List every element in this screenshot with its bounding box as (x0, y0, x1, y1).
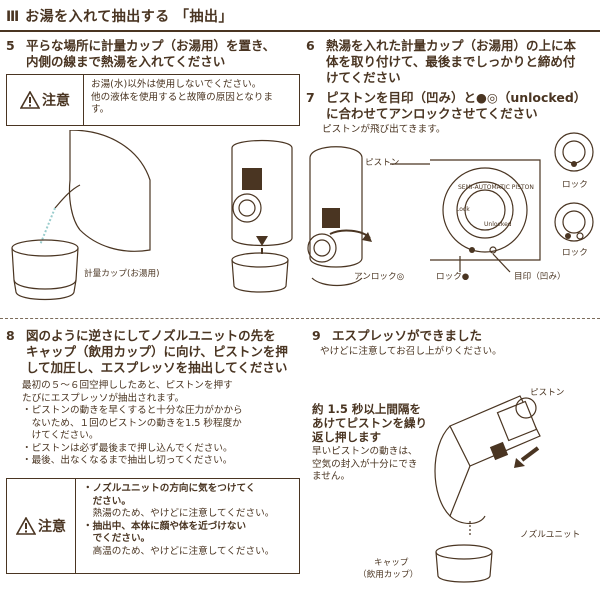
step6-number: 6 (306, 38, 315, 53)
step5-caution-box: 注意 お湯(水)以外は使用しないでください。 他の液体を使用すると故障の原因とな… (6, 74, 300, 126)
page-title: Ⅲ お湯を入れて抽出する 「抽出」 (6, 9, 234, 25)
step8-number: 8 (6, 328, 15, 343)
press-illustration (434, 395, 541, 583)
piston-brand-text: SEMI-AUTOMATIC PISTON (458, 184, 534, 191)
step7-number: 7 (306, 90, 315, 105)
step8-caution-label: 注意 (7, 479, 76, 573)
label-cap: キャップ (374, 558, 409, 568)
step5-number: 5 (6, 38, 15, 53)
step8-caution-text: ・ノズルユニットの方向に気をつけてく ださい。 熱湯のため、やけどに注意してくだ… (83, 483, 275, 557)
step8-caution-box: 注意 ・ノズルユニットの方向に気をつけてく ださい。 熱湯のため、やけどに注意し… (6, 478, 300, 574)
label-mark: 目印（凹み） (514, 272, 566, 282)
device-illustration (231, 139, 372, 293)
step9-subtitle: やけどに注意してお召し上がりください。 (320, 346, 502, 357)
label-measuring-cup: 計量カップ(お湯用) (84, 269, 160, 279)
label-nozzle-unit: ノズルユニット (520, 530, 581, 540)
label-lock-2: ロック (562, 248, 588, 258)
step5-caution-label: 注意 (7, 75, 84, 125)
label-lock-dot: ロック● (436, 272, 470, 282)
label-drinking-cup: （飲用カップ） (358, 570, 419, 580)
warning-icon (16, 517, 36, 535)
label-unlock: アンロック◎ (354, 272, 405, 282)
label-piston: ピストン (365, 158, 400, 168)
piston-closeup (390, 159, 541, 273)
step8-body: 最初の５～６回空押ししたあと、ピストンを押す たびにエスプレッソが抽出されます。… (22, 380, 243, 466)
section-header (0, 0, 600, 32)
lock-dial-2 (554, 202, 594, 242)
step9-note: 早いピストンの動きは、 空気の封入が十分にでき ません。 (312, 446, 418, 482)
step9-number: 9 (312, 328, 321, 343)
piston-lock-text: Lock (456, 206, 470, 213)
piston-unlock-text: Unlocked (484, 221, 512, 228)
step5-caution-text: お湯(水)以外は使用しないでください。 他の液体を使用すると故障の原因となりま … (91, 79, 273, 115)
step9-press-instruction: 約 1.5 秒以上間隔を あけてピストンを繰り 返し押します (312, 402, 427, 444)
warning-icon (20, 91, 40, 109)
step7-note: ピストンが飛び出てきます。 (322, 124, 446, 135)
label-piston-9: ピストン (530, 388, 565, 398)
lock-dial-1 (554, 132, 594, 172)
label-lock-1: ロック (562, 180, 588, 190)
pour-illustration (11, 130, 151, 301)
section-divider (0, 318, 600, 319)
